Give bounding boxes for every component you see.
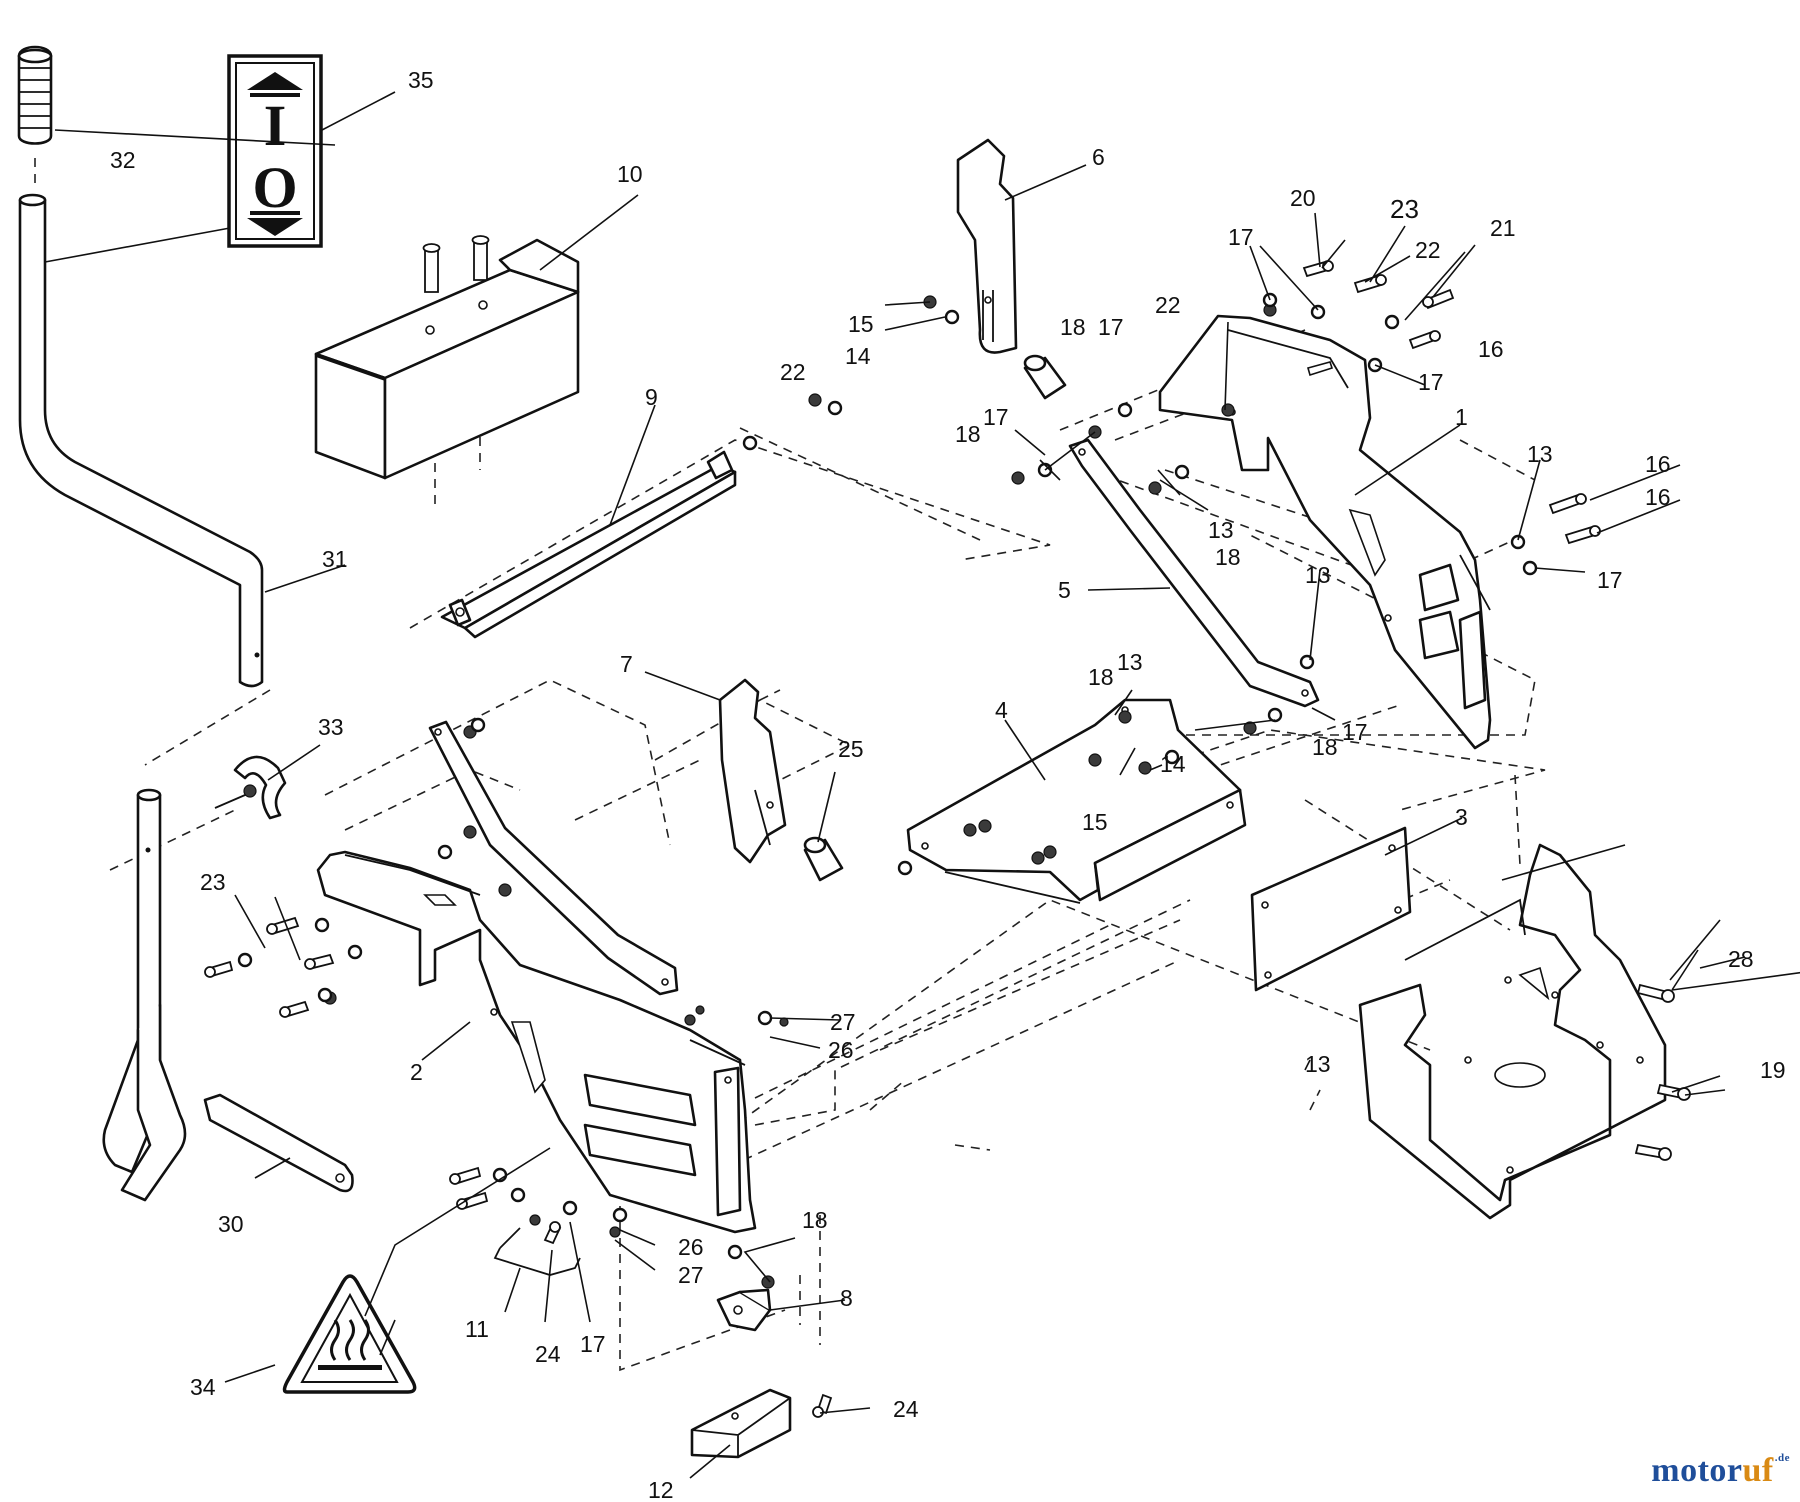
callout-13-d: 13 [1117, 649, 1143, 675]
mounting-plate-4 [906, 698, 1247, 904]
pivot-rod-9 [440, 435, 758, 639]
callout-numbers: 1 2 3 4 5 6 7 8 9 10 11 12 13 13 13 13 1… [110, 67, 1786, 1502]
callout-1: 1 [1455, 404, 1468, 430]
callout-24-a: 24 [535, 1341, 561, 1367]
callout-30: 30 [218, 1211, 244, 1237]
callout-7: 7 [620, 651, 633, 677]
leader-lines [44, 91, 1800, 1479]
link-bar-5 [1068, 438, 1320, 708]
callout-18-a: 18 [1060, 314, 1086, 340]
callout-33: 33 [318, 714, 344, 740]
arrow-down-icon [247, 218, 303, 236]
callout-32: 32 [110, 147, 136, 173]
callout-10: 10 [617, 161, 643, 187]
callout-17-d: 17 [1418, 369, 1444, 395]
decal-lift-up-down-35: I O [227, 54, 323, 248]
callout-17-f: 17 [1342, 719, 1368, 745]
clip-33 [214, 755, 287, 820]
bracket-7 [718, 678, 787, 864]
link-bar-left [428, 720, 679, 996]
side-plate-left-2 [316, 850, 757, 1234]
callout-15-b: 15 [1082, 809, 1108, 835]
hot-surface-warning-decal-34 [282, 1274, 417, 1394]
spacer-25 [803, 836, 844, 882]
watermark-tld: .de [1774, 1452, 1790, 1464]
bracket-8 [716, 1288, 772, 1332]
callout-16-a: 16 [1478, 336, 1504, 362]
callout-17-a: 17 [1228, 224, 1254, 250]
callout-17-e: 17 [1597, 567, 1623, 593]
bracket-6 [956, 138, 1018, 354]
callout-11: 11 [465, 1316, 489, 1342]
callout-17-b: 17 [1098, 314, 1124, 340]
heat-waves-icon [330, 1319, 370, 1361]
callout-8: 8 [840, 1285, 853, 1311]
frame-bracket-right [1358, 843, 1667, 1220]
callout-14-a: 14 [845, 343, 871, 369]
decal-letter-top: I [264, 93, 287, 158]
callout-18-c: 18 [1215, 544, 1241, 570]
callout-13-b: 13 [1208, 517, 1234, 543]
lever-base-30 [102, 788, 354, 1202]
callout-9: 9 [645, 384, 658, 410]
callout-15-a: 15 [848, 311, 874, 337]
box-cover-10 [314, 235, 580, 480]
callout-4: 4 [995, 697, 1008, 723]
brand-watermark: motoruf.de [1651, 1452, 1790, 1490]
callout-27-b: 27 [678, 1262, 704, 1288]
callout-27-a: 27 [830, 1009, 856, 1035]
callout-13-a: 13 [1527, 441, 1553, 467]
u-bolt-11 [493, 1227, 581, 1276]
decal-letter-bottom: O [252, 155, 297, 220]
callout-18-b: 18 [955, 421, 981, 447]
callout-31: 31 [322, 546, 348, 572]
callout-16-c: 16 [1645, 484, 1671, 510]
callout-6: 6 [1092, 144, 1105, 170]
callout-3: 3 [1455, 804, 1468, 830]
callout-26-a: 26 [828, 1037, 854, 1063]
arrow-up-icon [247, 72, 303, 90]
callout-24-b: 24 [893, 1396, 919, 1422]
lift-lever-31 [18, 193, 264, 688]
panel-3 [1250, 826, 1412, 992]
callout-18-f: 18 [802, 1207, 828, 1233]
fasteners [204, 260, 1691, 1418]
callout-18-d: 18 [1088, 664, 1114, 690]
callout-22-a: 22 [780, 359, 806, 385]
callout-16-b: 16 [1645, 451, 1671, 477]
callout-13-e: 13 [1305, 1051, 1331, 1077]
spacer-6-roller [1023, 354, 1067, 400]
callout-17-g: 17 [580, 1331, 606, 1357]
callout-19: 19 [1760, 1057, 1786, 1083]
callout-20: 20 [1290, 185, 1316, 211]
watermark-brand-a: motor [1651, 1452, 1743, 1489]
callout-21: 21 [1490, 215, 1516, 241]
callout-23-b: 23 [200, 869, 226, 895]
callout-28: 28 [1728, 946, 1754, 972]
watermark-brand-b: uf [1742, 1452, 1774, 1489]
callout-14-b: 14 [1160, 751, 1186, 777]
callout-35: 35 [408, 67, 434, 93]
handle-grip-32 [17, 45, 53, 145]
callout-13-c: 13 [1305, 562, 1331, 588]
block-12 [690, 1388, 792, 1459]
callout-2: 2 [410, 1059, 423, 1085]
callout-22-b: 22 [1155, 292, 1181, 318]
callout-5: 5 [1058, 577, 1071, 603]
callout-26-b: 26 [678, 1234, 704, 1260]
callout-18-e: 18 [1312, 734, 1338, 760]
callout-34: 34 [190, 1374, 216, 1400]
callout-17-c: 17 [983, 404, 1009, 430]
callout-23-a: 23 [1390, 194, 1419, 224]
callout-25: 25 [838, 736, 864, 762]
side-plate-right-1 [1158, 314, 1492, 750]
callout-22-c: 22 [1415, 237, 1441, 263]
callout-12: 12 [648, 1477, 674, 1502]
